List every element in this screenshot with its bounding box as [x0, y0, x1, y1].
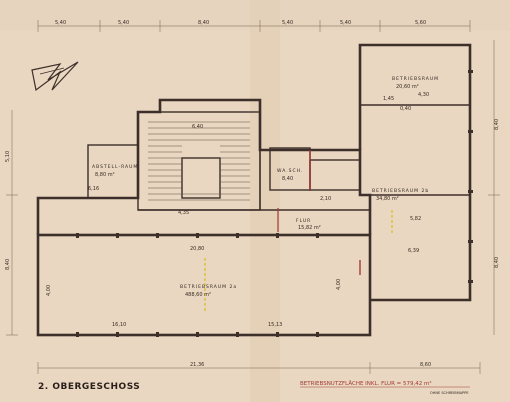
- room-name-betriebsraum-right: BETRIEBSRAUM 2b: [372, 188, 429, 194]
- dimension-chain-top: 5,40 5,40 8,40 5,40 5,40 5,60: [37, 20, 471, 32]
- dim-inner-6: 15,13: [268, 322, 282, 328]
- room-name-betriebsraum-main: BETRIEBSRAUM 2a: [180, 284, 237, 290]
- room-area-betriebsraum-right: 34,80 m²: [376, 196, 399, 202]
- building-walls: [36, 43, 472, 337]
- color-markings: [204, 150, 393, 312]
- room-area-betriebsraum-ne: 20,60 m²: [396, 84, 419, 90]
- dim-inner-13: 6,16: [88, 186, 99, 192]
- dim-bottom-2: 8,60: [420, 362, 431, 368]
- area-summary: BETRIEBSNUTZFLÄCHE INKL. FLUR = 579,42 m…: [300, 380, 432, 387]
- dim-inner-11: 1,45: [383, 96, 394, 102]
- interior-dimensions: 20,80 4,35 6,40 4,00 16,10 15,13 6,39 5,…: [46, 92, 429, 328]
- room-name-waschraum: WA.SCH.: [277, 168, 303, 174]
- room-area-waschraum: 8,40: [282, 176, 293, 182]
- dim-inner-9: 4,30: [418, 92, 429, 98]
- dim-top-2: 5,40: [118, 20, 129, 26]
- dim-inner-7: 6,39: [408, 248, 419, 254]
- dimension-chain-right: 8,40 8,40: [488, 40, 500, 335]
- dim-inner-2: 4,35: [178, 210, 189, 216]
- dim-left-1: 5,10: [5, 151, 11, 162]
- room-area-betriebsraum-main: 488,60 m²: [185, 292, 211, 298]
- dim-top-5: 5,40: [340, 20, 351, 26]
- dim-inner-12: 2,10: [320, 196, 331, 202]
- wall-columns: [76, 70, 473, 337]
- plan-title: 2. OBERGESCHOSS: [38, 382, 140, 392]
- dimension-chain-left: 5,10 8,40: [5, 110, 18, 336]
- dim-inner-8: 5,82: [410, 216, 421, 222]
- north-arrow-icon: [31, 61, 79, 92]
- dim-inner-1: 20,80: [190, 246, 204, 252]
- staircase: [148, 121, 250, 201]
- room-name-flur: FLUR: [296, 218, 311, 224]
- dimension-chain-bottom: 21,36 8,60: [37, 362, 481, 374]
- dim-inner-4: 4,00: [46, 285, 52, 296]
- room-area-abstellraum: 8,80 m²: [95, 172, 115, 178]
- dim-top-1: 5,40: [55, 20, 66, 26]
- dim-left-2: 8,40: [5, 259, 11, 270]
- dim-right-2: 8,40: [494, 257, 500, 268]
- dim-top-4: 5,40: [282, 20, 293, 26]
- room-area-flur: 15,82 m²: [298, 225, 321, 231]
- dim-top-6: 5,60: [415, 20, 426, 26]
- dim-inner-14: 0,40: [400, 106, 411, 112]
- dim-right-1: 8,40: [494, 119, 500, 130]
- room-name-abstellraum: ABSTELL-RAUM: [92, 164, 138, 170]
- room-name-betriebsraum-ne: BETRIEBSRAUM: [392, 76, 439, 82]
- dim-bottom-1: 21,36: [190, 362, 204, 368]
- dim-top-3: 8,40: [198, 20, 209, 26]
- dim-inner-5: 16,10: [112, 322, 126, 328]
- area-summary-note: OHNE SCHREIBMAPPE: [430, 391, 469, 395]
- dim-inner-3: 6,40: [192, 124, 203, 130]
- room-labels: BETRIEBSRAUM 2a 488,60 m² BETRIEBSRAUM 2…: [92, 76, 439, 298]
- dim-inner-10: 4,00: [336, 279, 342, 290]
